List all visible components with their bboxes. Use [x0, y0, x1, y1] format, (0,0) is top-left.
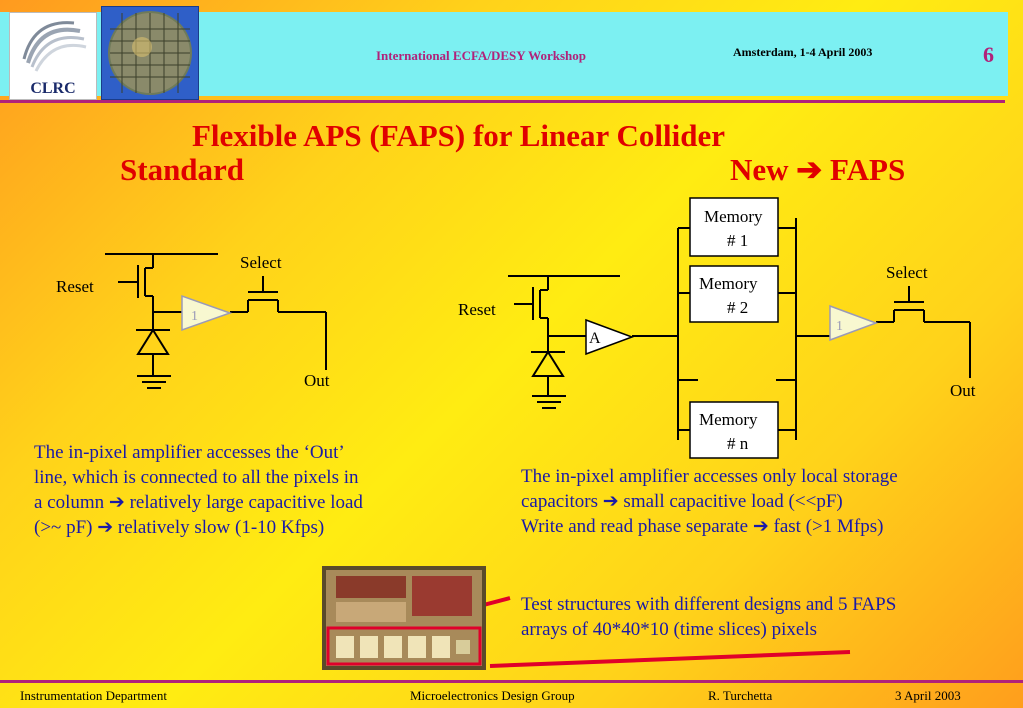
footer-department: Instrumentation Department: [20, 688, 167, 703]
wafer-icon: [102, 7, 198, 99]
test-chip-photo: [322, 566, 486, 670]
test-chip-icon: [326, 570, 482, 666]
faps-amp-label: A: [589, 330, 601, 347]
standard-diode-icon: [136, 328, 170, 355]
standard-desc-line: a column ➔ relatively large capacitive l…: [34, 492, 363, 513]
faps-description: The in-pixel amplifier accesses only loc…: [521, 464, 1001, 539]
memory-1-line2: # 1: [727, 231, 748, 250]
wafer-image: [101, 6, 199, 100]
faps-heading-prefix: New: [730, 152, 789, 187]
logo-text: CLRC: [30, 80, 75, 97]
faps-desc-line: Write and read phase separate ➔ fast (>1…: [521, 516, 884, 537]
standard-desc-line: line, which is connected to all the pixe…: [34, 467, 359, 488]
slide-title: Flexible APS (FAPS) for Linear Collider: [192, 118, 725, 153]
standard-description: The in-pixel amplifier accesses the ‘Out…: [34, 440, 454, 540]
memory-1-line1: Memory: [704, 207, 763, 226]
standard-select-label: Select: [240, 253, 282, 272]
memory-n-box: [689, 401, 779, 459]
standard-desc-line: (>~ pF) ➔ relatively slow (1-10 Kfps): [34, 517, 325, 538]
faps-desc-line: The in-pixel amplifier accesses only loc…: [521, 466, 898, 487]
workshop-title: International ECFA/DESY Workshop: [376, 48, 586, 63]
arrow-right-icon: ➔: [796, 152, 823, 187]
faps-select-label: Select: [886, 263, 928, 282]
memory-n-line1: Memory: [699, 410, 758, 429]
footer-divider: [0, 680, 1023, 683]
memory-2-box: [689, 265, 779, 323]
clrc-logo: CLRC: [9, 12, 97, 100]
standard-reset-label: Reset: [56, 277, 94, 296]
memory-2-line2: # 2: [727, 298, 748, 317]
footer-author: R. Turchetta: [708, 688, 773, 703]
test-desc-line: Test structures with different designs a…: [521, 594, 897, 615]
clrc-logo-icon: CLRC: [22, 21, 87, 97]
standard-out-label: Out: [304, 371, 330, 390]
faps-circuit: [508, 218, 971, 440]
faps-heading: New ➔ FAPS: [730, 152, 905, 188]
faps-buffer-label: 1: [836, 319, 843, 334]
memory-2-line1: Memory: [699, 274, 758, 293]
standard-desc-line: The in-pixel amplifier accesses the ‘Out…: [34, 442, 345, 463]
memory-1-box: [689, 197, 779, 257]
standard-circuit: [105, 253, 327, 389]
test-structures-description: Test structures with different designs a…: [521, 592, 1001, 642]
faps-diode-icon: [531, 350, 565, 377]
faps-desc-line: capacitors ➔ small capacitive load (<<pF…: [521, 491, 843, 512]
faps-reset-label: Reset: [458, 300, 496, 319]
faps-amplifier-icon: [585, 318, 635, 356]
standard-heading: Standard: [120, 152, 245, 187]
standard-buffer-icon: [181, 294, 233, 332]
faps-heading-suffix: FAPS: [830, 152, 906, 187]
page-number: 6: [983, 42, 994, 67]
footer-date: 3 April 2003: [895, 688, 961, 703]
standard-buffer-label: 1: [191, 309, 198, 324]
pointer-line-lower: [489, 650, 851, 668]
faps-buffer-icon: [829, 304, 879, 342]
header-divider: [0, 100, 1005, 103]
header-place-date: Amsterdam, 1-4 April 2003: [733, 45, 873, 59]
faps-out-label: Out: [950, 381, 976, 400]
test-desc-line: arrays of 40*40*10 (time slices) pixels: [521, 619, 818, 640]
memory-n-line2: # n: [727, 434, 749, 453]
footer-group: Microelectronics Design Group: [410, 688, 575, 703]
